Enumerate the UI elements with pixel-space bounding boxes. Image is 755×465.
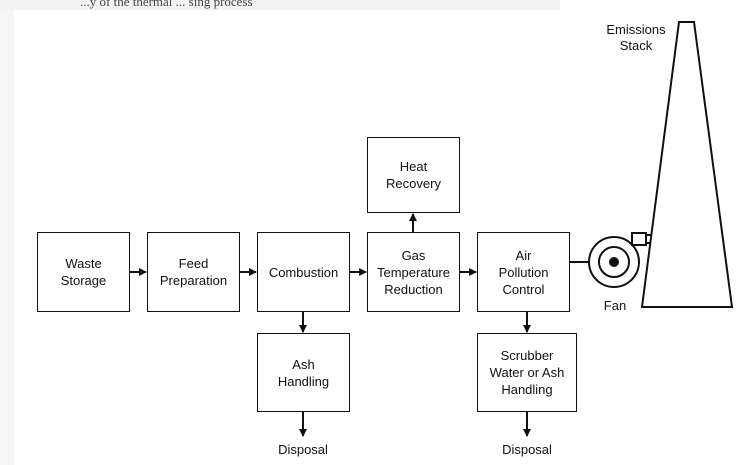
fan-label: Fan xyxy=(603,298,627,313)
disposal-label-left: Disposal xyxy=(278,442,328,457)
feed-preparation-box: Feed Preparation xyxy=(147,232,240,312)
gas-temperature-reduction-box: Gas Temperature Reduction xyxy=(367,232,460,312)
emissions-stack-label: Emissions Stack xyxy=(606,22,666,53)
heat-recovery-box: Heat Recovery xyxy=(367,137,460,213)
waste-storage-box: Waste Storage xyxy=(37,232,130,312)
air-pollution-control-box: Air Pollution Control xyxy=(477,232,570,312)
disposal-label-right: Disposal xyxy=(502,442,552,457)
combustion-box: Combustion xyxy=(257,232,350,312)
emissions-stack-icon xyxy=(640,21,734,308)
cropped-caption-strip: ...y of the thermal ... sing process xyxy=(0,0,560,10)
page-edge xyxy=(0,0,14,465)
scrubber-handling-box: Scrubber Water or Ash Handling xyxy=(477,333,577,412)
cropped-caption-text: ...y of the thermal ... sing process xyxy=(80,0,253,9)
ash-handling-box: Ash Handling xyxy=(257,333,350,412)
